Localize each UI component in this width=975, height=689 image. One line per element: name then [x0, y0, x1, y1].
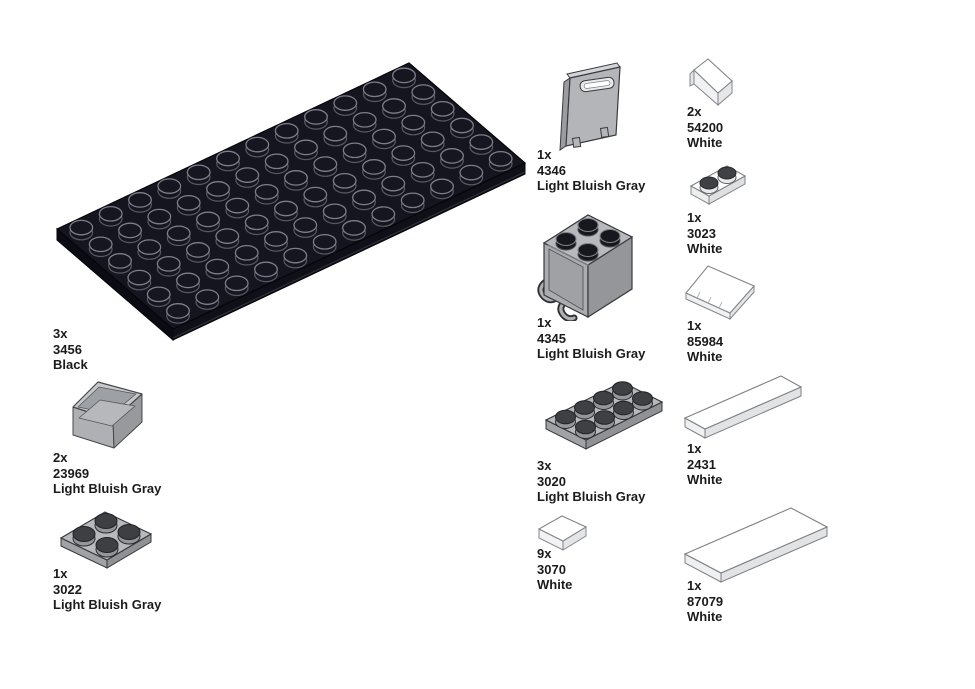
part-quantity: 1x: [53, 566, 68, 581]
part-quantity: 1x: [687, 441, 702, 456]
part-4346-image: [559, 62, 621, 151]
part-85984-label: 1x 85984 White: [687, 318, 723, 365]
part-number: 4345: [537, 330, 566, 346]
part-3070-image: [537, 515, 588, 551]
part-number: 3456: [53, 341, 82, 357]
part-color-name: White: [687, 609, 723, 624]
plate-3456-studs: [69, 67, 513, 324]
part-85984-image: [685, 265, 755, 321]
part-quantity: 2x: [687, 104, 702, 119]
part-number: 3022: [53, 581, 82, 597]
part-color-name: Light Bluish Gray: [537, 489, 646, 504]
part-23969-label: 2x 23969 Light Bluish Gray: [53, 450, 161, 497]
part-3070-label: 9x 3070 White: [537, 546, 572, 593]
part-3022-label: 1x 3022 Light Bluish Gray: [53, 566, 161, 613]
part-color-name: Black: [53, 357, 88, 372]
part-3022-image: [59, 511, 153, 569]
part-quantity: 1x: [687, 318, 702, 333]
part-color-name: Light Bluish Gray: [53, 597, 162, 612]
part-87079-image: [683, 507, 829, 583]
part-color-name: White: [687, 135, 723, 150]
part-4345-image: [537, 214, 634, 321]
part-number: 3023: [687, 225, 716, 241]
part-3020-image: [544, 381, 664, 450]
part-number: 85984: [687, 333, 724, 349]
part-3023-image: [689, 165, 747, 205]
part-quantity: 2x: [53, 450, 68, 465]
part-3023-label: 1x 3023 White: [687, 210, 722, 257]
part-quantity: 9x: [537, 546, 552, 561]
part-color-name: White: [687, 349, 723, 364]
part-quantity: 1x: [537, 147, 552, 162]
part-number: 23969: [53, 465, 90, 481]
part-color-name: Light Bluish Gray: [537, 178, 646, 193]
part-2431-image: [683, 375, 803, 439]
part-quantity: 1x: [537, 315, 552, 330]
part-number: 87079: [687, 593, 724, 609]
part-3020-label: 3x 3020 Light Bluish Gray: [537, 458, 645, 505]
part-4345-label: 1x 4345 Light Bluish Gray: [537, 315, 645, 362]
part-54200-image: [689, 58, 733, 107]
part-3456-image: [55, 62, 527, 342]
part-color-name: White: [537, 577, 573, 592]
part-54200-label: 2x 54200 White: [687, 104, 723, 151]
part-87079-label: 1x 87079 White: [687, 578, 723, 625]
part-2431-label: 1x 2431 White: [687, 441, 722, 488]
part-color-name: Light Bluish Gray: [53, 481, 162, 496]
part-color-name: White: [687, 241, 723, 256]
part-number: 2431: [687, 456, 716, 472]
part-4346-label: 1x 4346 Light Bluish Gray: [537, 147, 645, 194]
part-color-name: Light Bluish Gray: [537, 346, 646, 361]
part-quantity: 1x: [687, 210, 702, 225]
part-3456-label: 3x 3456 Black: [53, 326, 88, 373]
part-number: 4346: [537, 162, 566, 178]
part-quantity: 3x: [537, 458, 552, 473]
part-number: 3020: [537, 473, 566, 489]
part-23969-image: [72, 381, 143, 449]
part-quantity: 3x: [53, 326, 68, 341]
part-color-name: White: [687, 472, 723, 487]
part-number: 54200: [687, 119, 724, 135]
part-quantity: 1x: [687, 578, 702, 593]
part-number: 3070: [537, 561, 566, 577]
